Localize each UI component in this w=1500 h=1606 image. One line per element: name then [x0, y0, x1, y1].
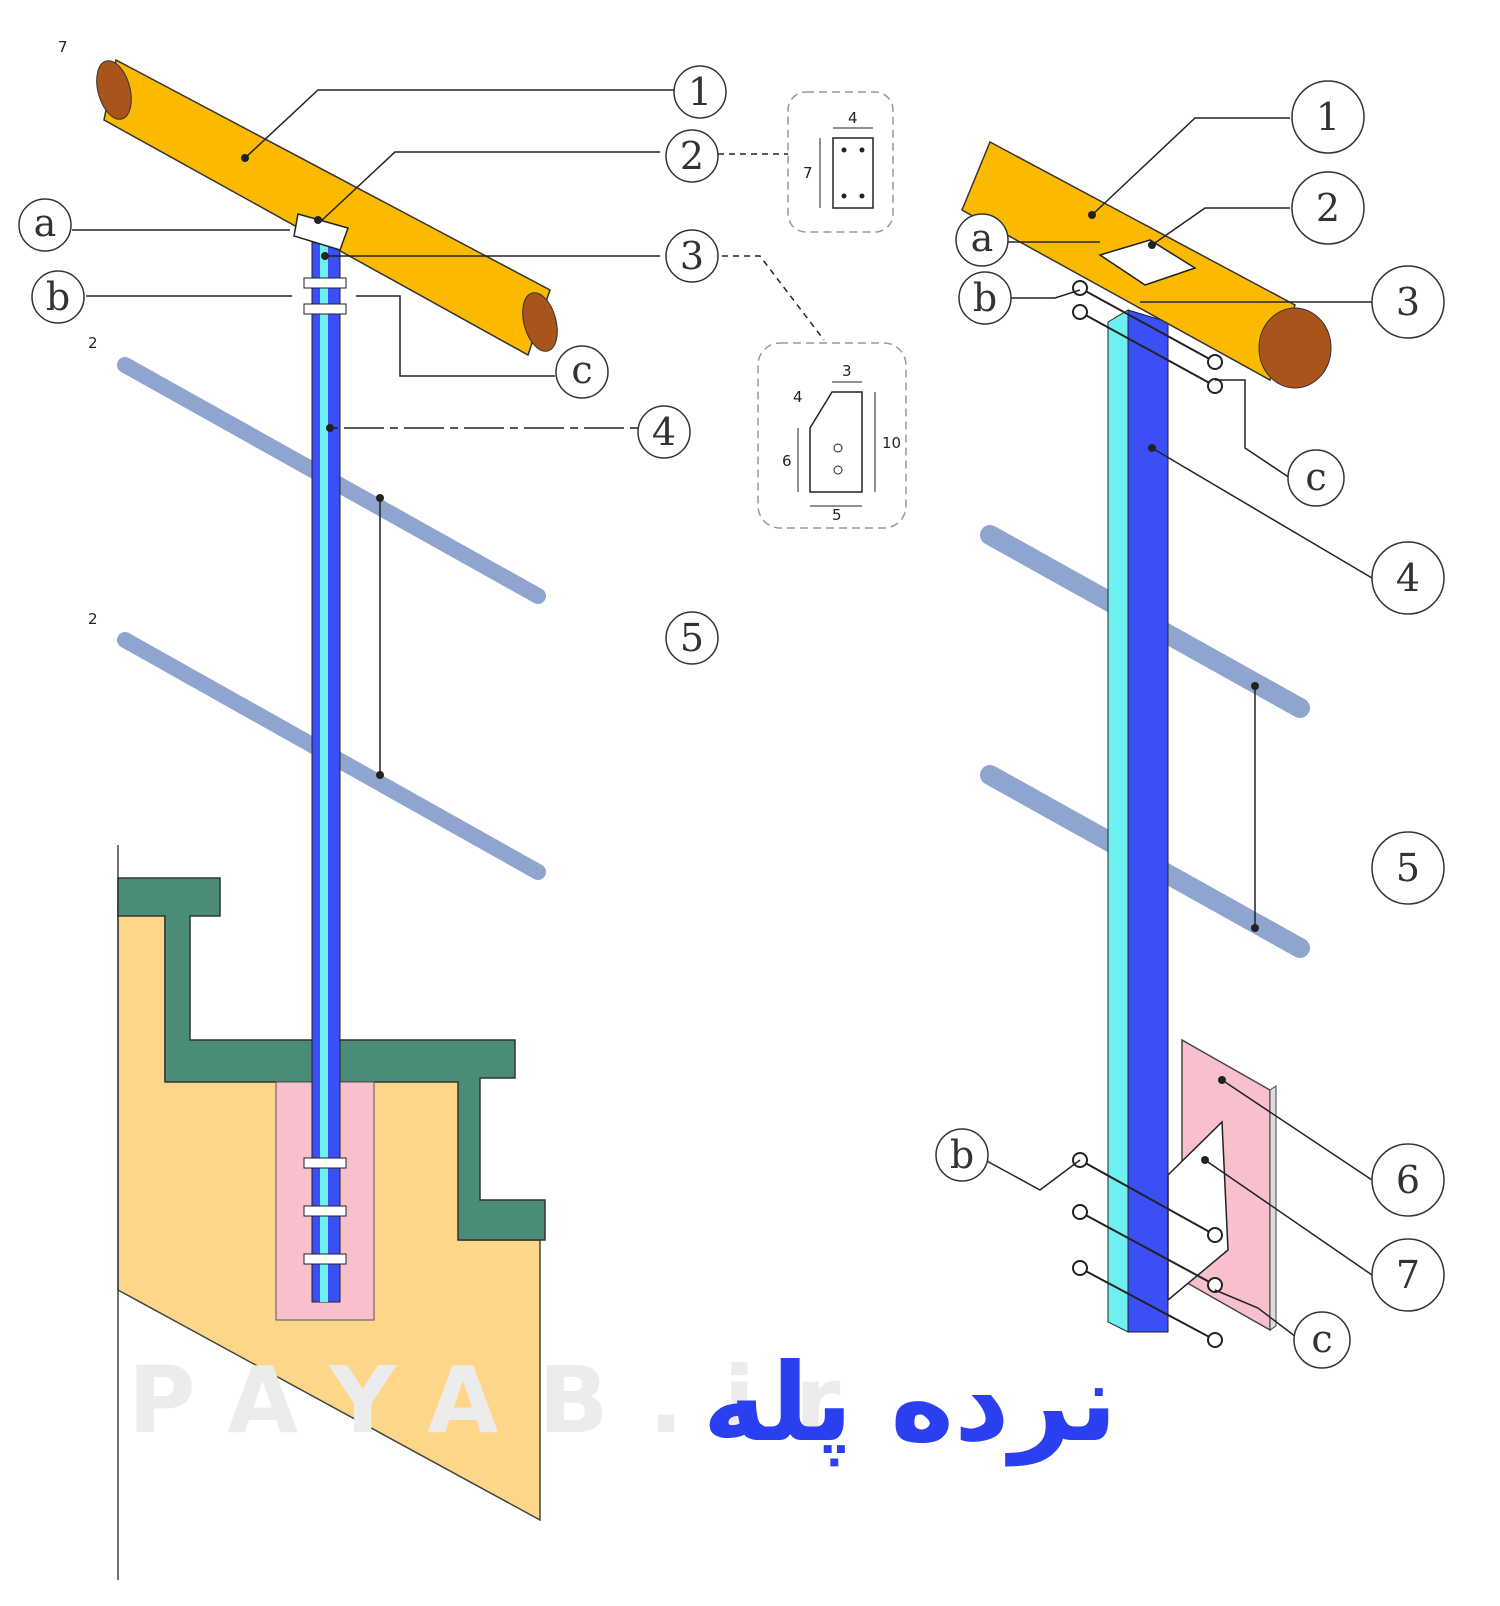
detail3-bottom: 5	[832, 506, 842, 524]
svg-text:a: a	[34, 201, 57, 245]
right-callout-5: 5	[1371, 831, 1445, 905]
drawing-title: نرده پله	[703, 1341, 1118, 1467]
svg-text:2: 2	[1316, 186, 1340, 230]
svg-text:1: 1	[1316, 95, 1340, 139]
left-callout-a: a	[18, 198, 72, 252]
svg-text:4: 4	[1396, 556, 1420, 600]
svg-text:2: 2	[680, 134, 704, 178]
svg-text:5: 5	[680, 616, 704, 660]
bolt-plates	[303, 277, 347, 1265]
left-callout-1: 1	[673, 65, 727, 119]
svg-text:1: 1	[688, 70, 712, 114]
left-callout-4: 4	[637, 405, 691, 459]
svg-text:b: b	[973, 276, 997, 320]
svg-text:b: b	[46, 275, 70, 319]
right-view: 1 2 3 4 5 6 7 a	[935, 80, 1445, 1369]
right-callout-a: a	[955, 213, 1009, 267]
left-leaders	[72, 89, 825, 775]
left-callout-2: 2	[665, 129, 719, 183]
svg-text:6: 6	[1396, 1158, 1420, 1202]
bar-diameter-label-1: 2	[88, 334, 98, 352]
detail-3: 3 4 6 10 5	[757, 342, 907, 529]
right-callout-3: 3	[1371, 265, 1445, 339]
watermark: PAYAB.ir	[128, 1347, 880, 1454]
right-post	[1127, 309, 1169, 1333]
svg-text:7: 7	[1396, 1253, 1420, 1297]
svg-text:3: 3	[1396, 280, 1420, 324]
right-callout-b-bottom: b	[935, 1128, 989, 1182]
svg-text:5: 5	[1396, 846, 1420, 890]
detail3-chamfer: 4	[793, 388, 803, 406]
svg-text:c: c	[1311, 1317, 1332, 1361]
right-bolts-bottom	[1072, 1152, 1223, 1348]
detail3-side: 6	[782, 452, 792, 470]
right-callout-c-top: c	[1287, 449, 1345, 507]
handrail	[96, 58, 558, 357]
right-callout-1: 1	[1291, 80, 1365, 154]
left-callout-3: 3	[665, 229, 719, 283]
svg-text:b: b	[950, 1133, 974, 1177]
right-bolts-top	[1072, 280, 1223, 394]
bar-diameter-label-2: 2	[88, 610, 98, 628]
right-callout-c-bottom: c	[1293, 1311, 1351, 1369]
left-callout-5: 5	[665, 611, 719, 665]
left-view: 1 2 3 4 5 a b c 7 2	[18, 38, 825, 1580]
rail-diameter-label: 7	[58, 38, 68, 56]
right-callout-b-top: b	[958, 271, 1012, 325]
detail3-top: 3	[842, 362, 852, 380]
svg-text:3: 3	[680, 234, 704, 278]
svg-text:c: c	[1305, 455, 1326, 499]
detail-2: 4 7	[787, 91, 894, 233]
detail3-height: 10	[882, 434, 901, 452]
right-post-edge	[1107, 309, 1129, 1333]
svg-text:4: 4	[652, 410, 676, 454]
right-callout-7: 7	[1371, 1238, 1445, 1312]
detail2-width: 4	[848, 109, 858, 127]
left-callout-c: c	[555, 345, 609, 399]
top-bracket	[293, 213, 349, 251]
left-callout-b: b	[31, 270, 85, 324]
right-callout-6: 6	[1371, 1143, 1445, 1217]
svg-text:c: c	[571, 348, 592, 392]
right-top-plate	[1098, 239, 1197, 286]
right-callout-4: 4	[1371, 541, 1445, 615]
right-leaders	[984, 117, 1373, 1341]
right-gusset	[1167, 1120, 1229, 1302]
svg-text:a: a	[971, 216, 994, 260]
detail2-height: 7	[803, 164, 813, 182]
right-callout-2: 2	[1291, 171, 1365, 245]
